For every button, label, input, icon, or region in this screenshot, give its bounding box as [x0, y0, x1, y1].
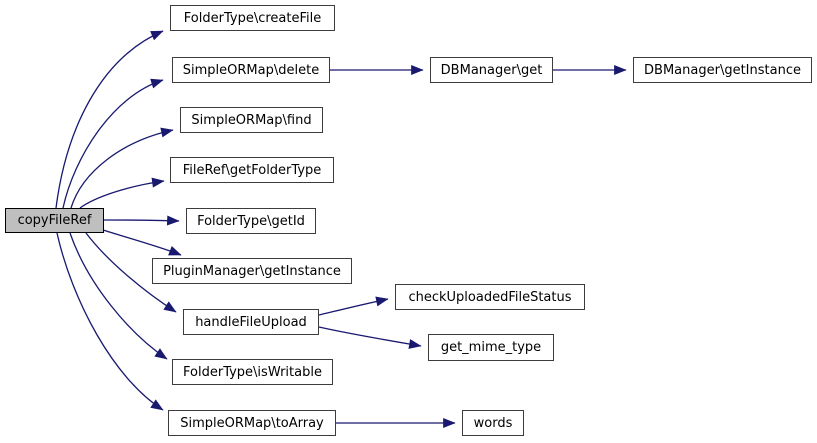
node-simpleormap-toarray[interactable]: SimpleORMap\toArray	[168, 410, 336, 436]
node-fileref-getfoldertype[interactable]: FileRef\getFolderType	[170, 157, 334, 183]
node-simpleormap-find[interactable]: SimpleORMap\find	[180, 107, 323, 133]
node-handlefileupload[interactable]: handleFileUpload	[183, 309, 319, 335]
edge-copyfileref-find	[70, 127, 174, 209]
node-foldertype-iswritable[interactable]: FolderType\isWritable	[172, 359, 333, 385]
edge-copyfileref-plugingetinstance	[102, 229, 182, 256]
edge-copyfileref-createfile	[55, 30, 164, 209]
edge-copyfileref-getid	[103, 215, 180, 226]
node-pluginmanager-getinstance[interactable]: PluginManager\getInstance	[152, 258, 352, 284]
edge-copyfileref-iswritable	[69, 232, 168, 360]
edge-copyfileref-delete	[62, 78, 164, 209]
edge-copyfileref-toarray	[56, 232, 164, 411]
node-words[interactable]: words	[462, 410, 524, 436]
node-simpleormap-delete[interactable]: SimpleORMap\delete	[172, 57, 330, 83]
node-dbmanager-get[interactable]: DBManager\get	[430, 57, 553, 83]
edge-handlefileupload-getmimetype	[318, 326, 422, 349]
node-dbmanager-getinstance[interactable]: DBManager\getInstance	[633, 57, 812, 83]
edge-handlefileupload-checkuploadedfilestatus	[318, 296, 389, 316]
node-get-mime-type[interactable]: get_mime_type	[428, 334, 554, 361]
node-copyfileref: copyFileRef	[5, 208, 104, 233]
node-checkuploadedfilestatus[interactable]: checkUploadedFileStatus	[395, 284, 585, 310]
node-foldertype-createfile[interactable]: FolderType\createFile	[170, 5, 335, 31]
node-foldertype-getid[interactable]: FolderType\getId	[186, 208, 316, 234]
edge-copyfileref-getfoldertype	[79, 177, 165, 209]
